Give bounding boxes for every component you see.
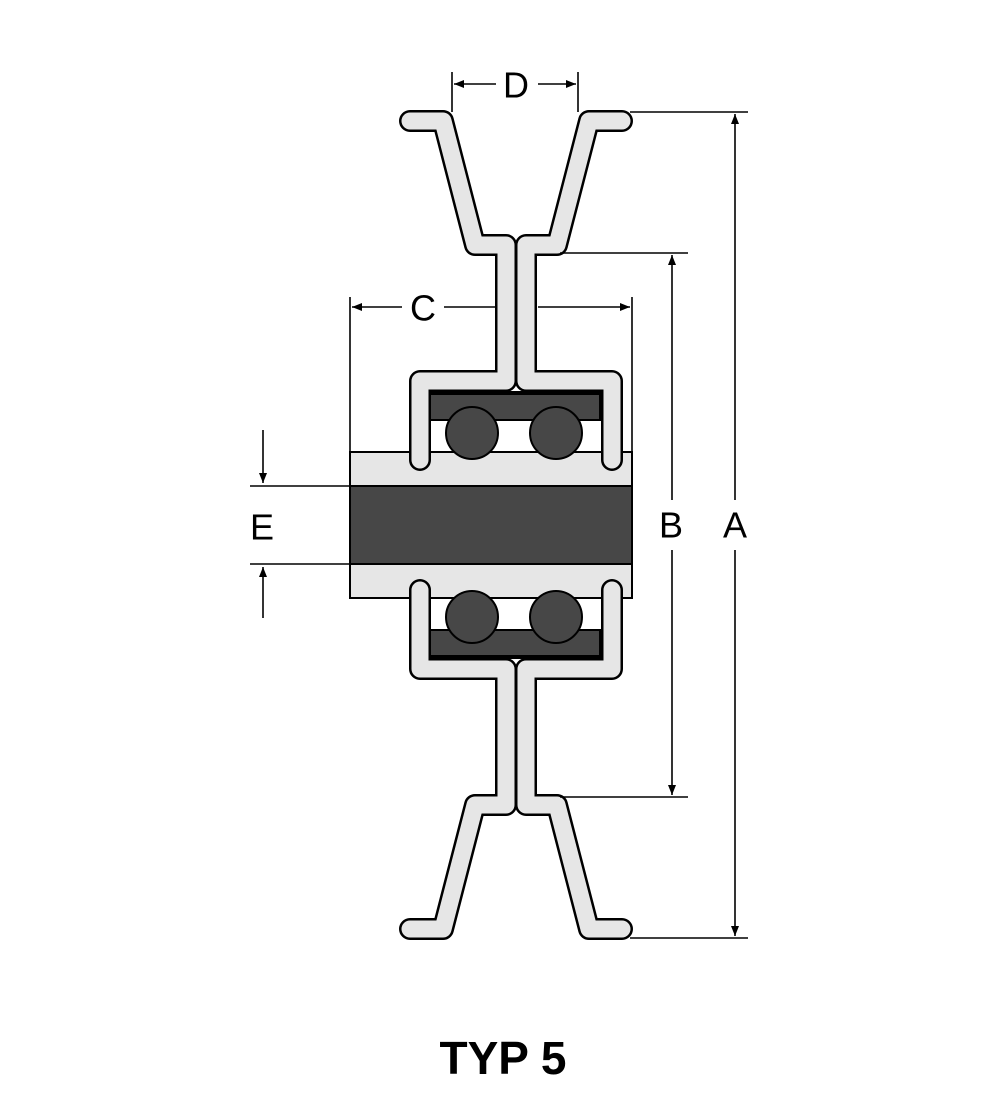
ball (445, 406, 499, 460)
ball (445, 590, 499, 644)
ball (529, 590, 583, 644)
pulley-sheets (399, 110, 633, 940)
dimension-c: C (349, 288, 633, 452)
dimension-label-d: D (503, 65, 529, 106)
dimension-d: D (451, 65, 579, 112)
dimension-b: B (560, 252, 688, 798)
bearing-bottom (427, 590, 603, 659)
dimension-label-e: E (250, 507, 274, 548)
bearing-top (427, 391, 603, 460)
ball (529, 406, 583, 460)
dimension-a: A (630, 111, 748, 939)
dimension-label-c: C (410, 288, 436, 329)
dimension-label-b: B (659, 505, 683, 546)
dimension-label-a: A (723, 505, 747, 546)
shaft-bore (349, 485, 633, 565)
dimension-e: E (250, 430, 350, 618)
diagram-title: TYP 5 (440, 1032, 567, 1084)
